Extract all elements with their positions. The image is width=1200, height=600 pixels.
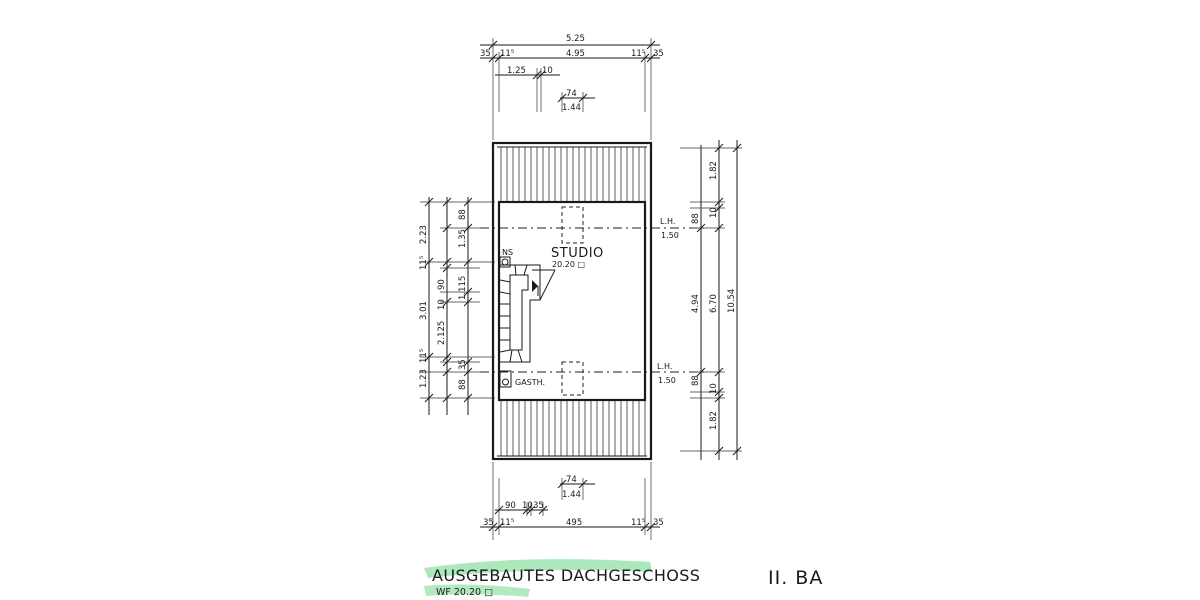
dim-left-2125: 2.125 — [437, 321, 447, 345]
staircase — [499, 264, 556, 363]
dim-top-wall-right: 11⁵ — [631, 49, 645, 59]
title-highlight — [424, 559, 652, 578]
lh-value-top: 1.50 — [661, 231, 679, 240]
dim-top-inner: 4.95 — [566, 49, 585, 59]
roof-hatch-bottom — [497, 400, 647, 456]
dim-left-115a: 11⁵ — [419, 256, 429, 270]
lh-value-bottom: 1.50 — [658, 376, 676, 385]
gasth-label: GASTH. — [515, 378, 545, 387]
left-dimension-chains: 2.23 1.35 88 11⁵ 90 1.115 10 3.01 2.125 … — [419, 197, 495, 415]
dim-left-90: 90 — [437, 279, 447, 290]
roof-windows — [561, 206, 584, 396]
dim-bottom-inner: 495 — [566, 518, 582, 528]
dim-right-1054: 10.54 — [727, 289, 737, 313]
dim-left-10: 10 — [437, 299, 447, 310]
dim-left-301: 3.01 — [419, 301, 429, 320]
dim-top-overall: 5.25 — [566, 34, 585, 44]
dim-top-edge-left: 35 — [480, 49, 491, 59]
section-label: II. BA — [768, 567, 823, 589]
roof-hatch-top — [497, 147, 647, 202]
dim-top-wall-left: 11⁵ — [500, 49, 514, 59]
ns-label: NS — [502, 248, 513, 257]
dim-left-35: 35 — [458, 359, 468, 370]
dim-left-88b: 88 — [458, 379, 468, 390]
room-label: STUDIO 20.20 □ — [551, 246, 604, 269]
dim-left-115b: 11⁵ — [419, 349, 429, 363]
dim-bottom-seg-c: 35 — [533, 501, 544, 511]
dim-right-88b: 88 — [691, 375, 701, 386]
room-area: 20.20 □ — [552, 260, 585, 269]
dim-right-182a: 1.82 — [709, 161, 719, 180]
dim-top-seg-a: 1.25 — [507, 66, 526, 76]
dim-bottom-win-b: 1.44 — [562, 490, 581, 500]
dim-right-10a: 10 — [709, 207, 719, 218]
dim-left-123: 1.23 — [419, 369, 429, 388]
title-main: AUSGEBAUTES DACHGESCHOSS — [432, 566, 700, 585]
subtitle-highlight — [424, 584, 530, 597]
lh-label-top: L.H. — [660, 217, 675, 226]
dim-right-182b: 1.82 — [709, 411, 719, 430]
top-dimension-chain: 5.25 4.95 11⁵ 11⁵ 35 35 1.25 10 74 1.44 — [480, 34, 664, 140]
dim-right-670: 6.70 — [709, 294, 719, 313]
dim-bottom-seg-a: 90 — [505, 501, 516, 511]
dim-right-88a: 88 — [691, 213, 701, 224]
building-outline — [491, 141, 653, 461]
dim-top-edge-right: 35 — [653, 49, 664, 59]
dim-bottom-win-a: 74 — [566, 475, 577, 485]
right-dimension-chains: 1.82 10 88 4.94 6.70 10.54 88 10 1.82 — [680, 140, 742, 460]
headroom-lines: L.H. 1.50 L.H. 1.50 — [480, 217, 705, 385]
dim-bottom-seg-b: 10 — [522, 501, 533, 511]
dim-left-223: 2.23 — [419, 225, 429, 244]
bottom-dimension-chain: 74 1.44 90 10 35 495 11⁵ 11⁵ 35 35 — [480, 462, 664, 540]
dim-bottom-edge-right: 35 — [653, 518, 664, 528]
dim-top-win-b: 1.44 — [562, 103, 581, 113]
title-block: AUSGEBAUTES DACHGESCHOSS WF 20.20 □ II. … — [424, 559, 823, 598]
title-sub: WF 20.20 □ — [436, 587, 493, 598]
dim-right-10b: 10 — [709, 383, 719, 394]
dim-bottom-wall-right: 11⁵ — [631, 518, 645, 528]
fixtures: NS GASTH. — [499, 248, 545, 388]
dim-left-135: 1.35 — [458, 229, 468, 248]
room-name: STUDIO — [551, 246, 604, 261]
dim-left-88a: 88 — [458, 209, 468, 220]
dim-bottom-wall-left: 11⁵ — [500, 518, 514, 528]
dim-left-1115: 1.115 — [458, 276, 468, 300]
dim-right-494: 4.94 — [691, 294, 701, 313]
dim-top-win-a: 74 — [566, 89, 577, 99]
lh-label-bottom: L.H. — [657, 362, 672, 371]
dim-top-seg-b: 10 — [542, 66, 553, 76]
dim-bottom-edge-left: 35 — [483, 518, 494, 528]
